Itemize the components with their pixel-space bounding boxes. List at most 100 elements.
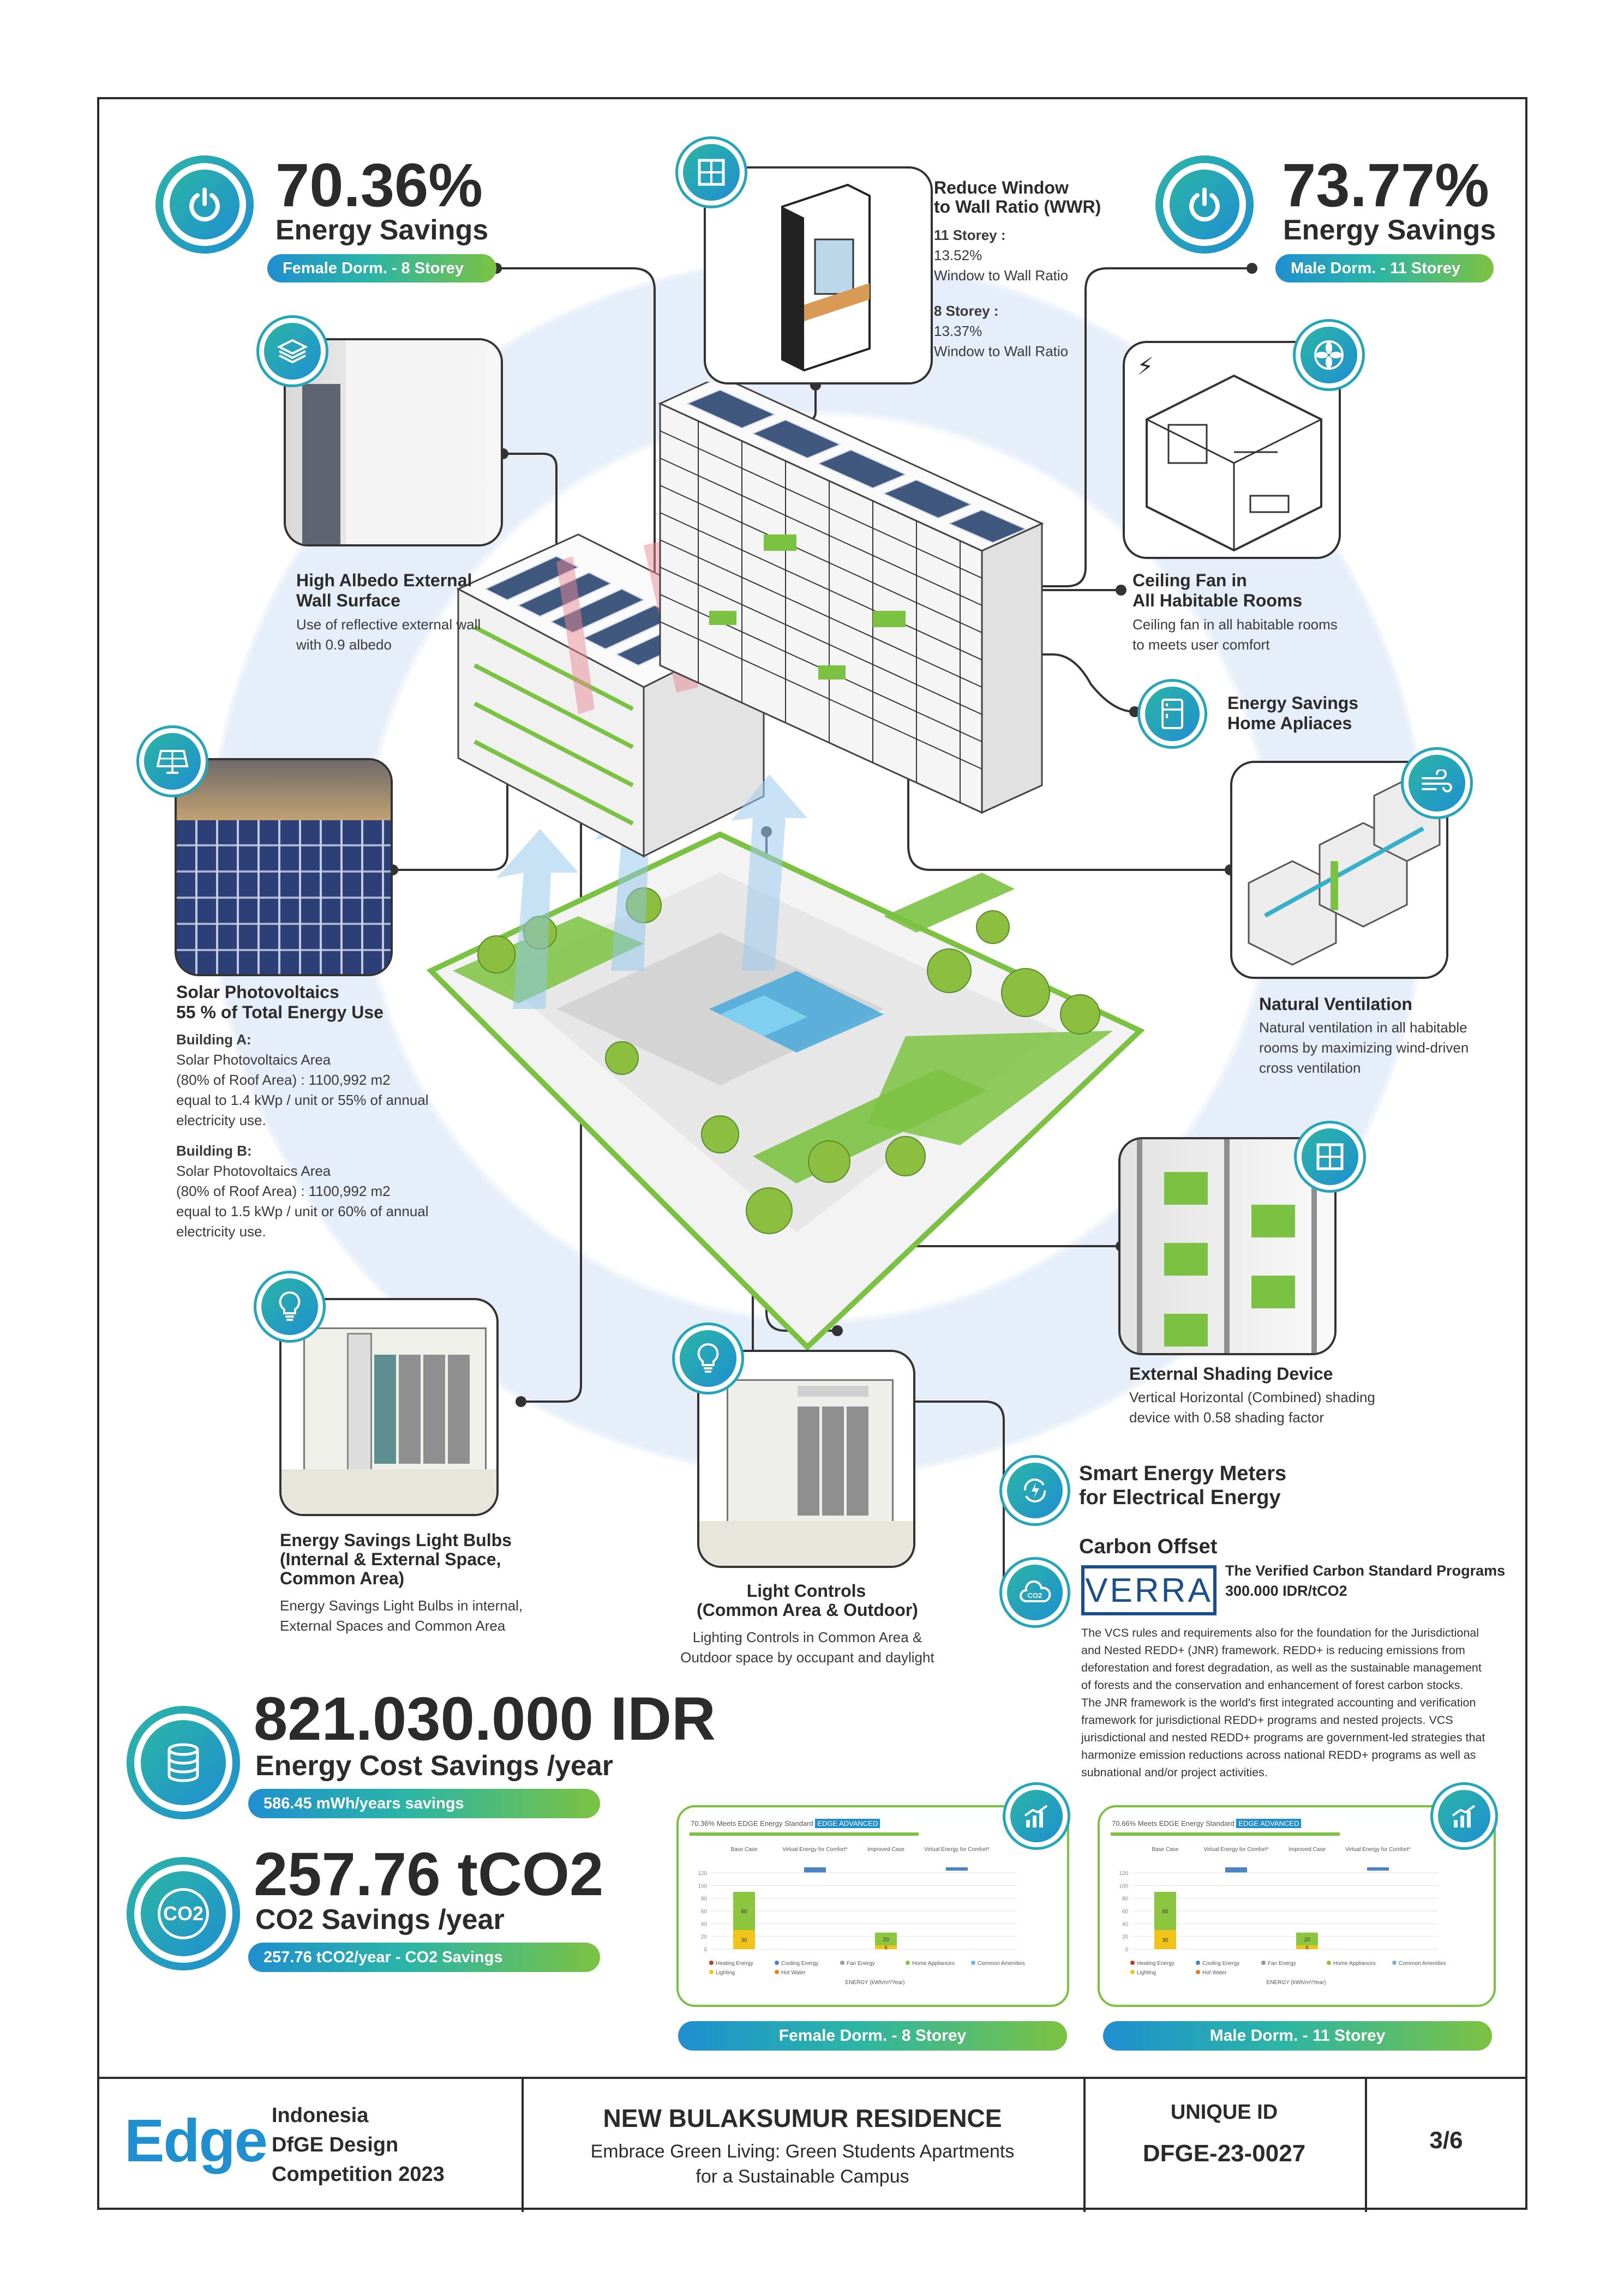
wwr-title-1: Reduce Window: [934, 178, 1069, 197]
chart-data-label: 6: [1305, 1945, 1309, 1951]
solar-panel-icon-ring: [136, 725, 208, 797]
bulbs-title-1: Energy Savings Light Bulbs: [280, 1530, 512, 1550]
electric-icon: ⚡: [1137, 353, 1154, 381]
wwr-card: [704, 166, 933, 384]
fan-title-1: Ceiling Fan in: [1132, 570, 1247, 590]
layers-icon-ring: [256, 315, 328, 387]
chart-tick-label: 0: [704, 1947, 707, 1953]
bulb-icon-ring-2: [672, 1323, 744, 1395]
building-illustration: [426, 382, 1145, 1351]
legend-swatch: [709, 1970, 714, 1974]
window-icon: [1302, 1128, 1358, 1185]
solar-card: [175, 758, 393, 976]
cost-savings-value: 821.030.000 IDR: [254, 1685, 716, 1753]
legend-swatch: [709, 1961, 714, 1965]
chart-icon-ring: [1003, 1782, 1070, 1850]
solar-b-3: equal to 1.5 kWp / unit or 60% of annual: [176, 1203, 429, 1219]
chart-tick-label: 40: [1122, 1921, 1129, 1927]
female-energy-chart: 70.36% Meets EDGE Energy Standard EDGE A…: [676, 1805, 1069, 2007]
chart-tick-label: 120: [698, 1871, 707, 1877]
albedo-desc-2: with 0.9 albedo: [296, 636, 392, 653]
solar-b-2: (80% of Roof Area) : 1100,992 m2: [176, 1183, 391, 1199]
legend-label: Cooling Energy: [781, 1961, 818, 1967]
chart-bar: [1367, 1867, 1389, 1871]
chart-bar: [1225, 1867, 1247, 1873]
wwr-8-desc: Window to Wall Ratio: [934, 343, 1069, 359]
fan-desc-2: to meets user comfort: [1132, 636, 1270, 653]
solar-a-4: electricity use.: [176, 1112, 266, 1128]
legend-label: Lighting: [716, 1970, 735, 1976]
legend-swatch: [1130, 1961, 1135, 1965]
chart-tick-label: 60: [701, 1909, 708, 1915]
fan-desc-1: Ceiling fan in all habitable rooms: [1132, 616, 1338, 633]
co2-icon: CO2: [141, 1871, 226, 1956]
female-savings-value: 70.36%: [275, 151, 483, 219]
solar-title-1: Solar Photovoltaics: [176, 982, 339, 1002]
carbon-price: 300.000 IDR/tCO2: [1225, 1583, 1347, 1599]
chart-head: 70.36% Meets EDGE Energy Standard: [691, 1819, 813, 1828]
chart-category-label: Virtual Energy for Comfort*: [924, 1847, 989, 1853]
chart-data-label: 30: [1162, 1938, 1168, 1944]
bulbs-title-3: Common Area): [280, 1568, 405, 1588]
legend-swatch: [1130, 1970, 1135, 1974]
legend-label: Hot Water: [1202, 1970, 1227, 1976]
shading-title: External Shading Device: [1129, 1364, 1333, 1384]
albedo-desc-1: Use of reflective external wall: [296, 616, 481, 633]
chart-bar: [804, 1867, 826, 1873]
female-savings-label: Energy Savings: [275, 214, 489, 246]
verra-logo: VERRA: [1081, 1565, 1216, 1615]
ventilation-title: Natural Ventilation: [1259, 994, 1412, 1014]
chart-tick-label: 0: [1125, 1947, 1128, 1953]
legend-label: Cooling Energy: [1202, 1961, 1239, 1967]
chart-bar: [946, 1867, 968, 1871]
ventilation-desc-1: Natural ventilation in all habitable: [1259, 1019, 1467, 1036]
legend-swatch: [775, 1970, 779, 1974]
male-dorm-tag: Male Dorm. - 11 Storey: [1275, 254, 1494, 283]
co2-cloud-icon-ring: CO2: [999, 1557, 1070, 1628]
database-icon-ring: [127, 1706, 240, 1819]
legend-swatch: [775, 1961, 779, 1965]
legend-label: Home Appliances: [1333, 1961, 1376, 1967]
legend-label: Fan Energy: [1268, 1961, 1296, 1967]
female-chart-label: Female Dorm. - 8 Storey: [678, 2021, 1067, 2051]
light-bulb-icon: [680, 1330, 736, 1387]
chart-data-label: 30: [741, 1938, 747, 1944]
light-bulbs-card: [279, 1298, 499, 1516]
chart-bar: [733, 1892, 755, 1930]
poster-frame: [97, 97, 1527, 2210]
legend-label: Lighting: [1137, 1970, 1156, 1976]
window-icon-ring: [675, 136, 747, 208]
female-dorm-tag: Female Dorm. - 8 Storey: [267, 254, 496, 283]
bulb-icon-ring: [254, 1271, 326, 1343]
light-controls-card: [697, 1350, 915, 1568]
energy-meter-icon: [1007, 1463, 1063, 1518]
chart-category-label: Improved Case: [1289, 1847, 1326, 1853]
wwr-8-heading: 8 Storey :: [934, 303, 999, 319]
edge-logo: Edge: [124, 2107, 268, 2174]
legend-swatch: [840, 1961, 844, 1965]
wind-icon-ring: [1401, 747, 1473, 819]
controls-desc-2: Outdoor space by occupant and daylight: [680, 1649, 934, 1666]
wwr-11-heading: 11 Storey :: [934, 227, 1006, 243]
chart-category-label: Virtual Energy for Comfort*: [1345, 1847, 1410, 1853]
legend-swatch: [1392, 1961, 1397, 1965]
chart-tick-label: 40: [701, 1921, 708, 1927]
legend-swatch: [1196, 1961, 1200, 1965]
chart-bar: [733, 1930, 755, 1949]
unique-id-label: UNIQUE ID: [1170, 2101, 1278, 2124]
light-bulb-icon: [261, 1278, 318, 1335]
fan-title-2: All Habitable Rooms: [1132, 591, 1303, 610]
power-icon-ring: [155, 155, 254, 254]
chart-tick-label: 60: [1122, 1909, 1129, 1915]
chart-data-label: 20: [883, 1937, 889, 1943]
growth-chart-icon: [1010, 1790, 1063, 1842]
power-icon: [1170, 170, 1239, 239]
chart-bar: [1296, 1945, 1318, 1949]
carbon-title: Carbon Offset: [1079, 1535, 1218, 1558]
legend-swatch: [1261, 1961, 1266, 1965]
co2-cloud-icon: CO2: [1007, 1565, 1063, 1620]
legend-label: Heating Energy: [716, 1961, 753, 1967]
co2-savings-value: 257.76 tCO2: [254, 1840, 604, 1908]
power-icon-ring-male: [1155, 155, 1254, 254]
page-number: 3/6: [1429, 2127, 1463, 2154]
